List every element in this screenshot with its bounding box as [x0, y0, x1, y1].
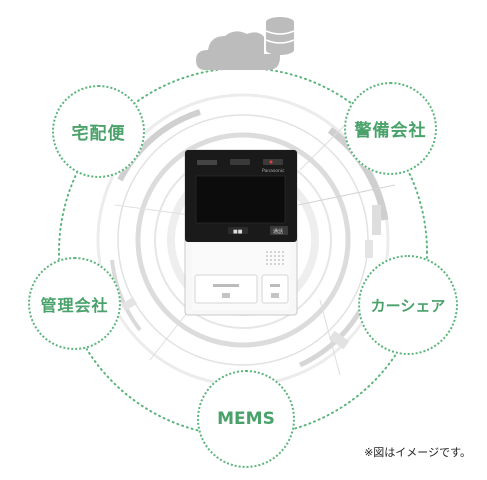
device-brand: Panasonic	[262, 168, 285, 174]
unlock-button[interactable]	[261, 274, 289, 304]
node-carshare-label: カーシェア	[370, 296, 446, 315]
node-management-label: 管理会社	[40, 295, 109, 315]
screen-button[interactable]	[228, 227, 248, 234]
node-delivery: 宅配便	[52, 85, 145, 178]
screen-button-label: ■■	[233, 229, 243, 235]
node-management: 管理会社	[28, 257, 121, 350]
cloud-icon	[196, 31, 280, 70]
node-carshare: カーシェア	[358, 255, 458, 355]
node-mems-label: MEMS	[217, 409, 275, 429]
node-security: 警備会社	[344, 82, 437, 175]
node-delivery-label: 宅配便	[71, 124, 126, 144]
image-note: ※図はイメージです。	[364, 446, 471, 459]
speaker-grille	[266, 251, 284, 265]
intercom-device: Panasonic ■■ 通話	[184, 149, 298, 316]
side-button[interactable]	[270, 226, 288, 235]
node-security-label: 警備会社	[354, 121, 427, 141]
database-icon	[264, 17, 296, 55]
call-button[interactable]	[194, 274, 258, 304]
side-button-label: 通話	[273, 228, 283, 235]
node-mems: MEMS	[197, 370, 295, 468]
